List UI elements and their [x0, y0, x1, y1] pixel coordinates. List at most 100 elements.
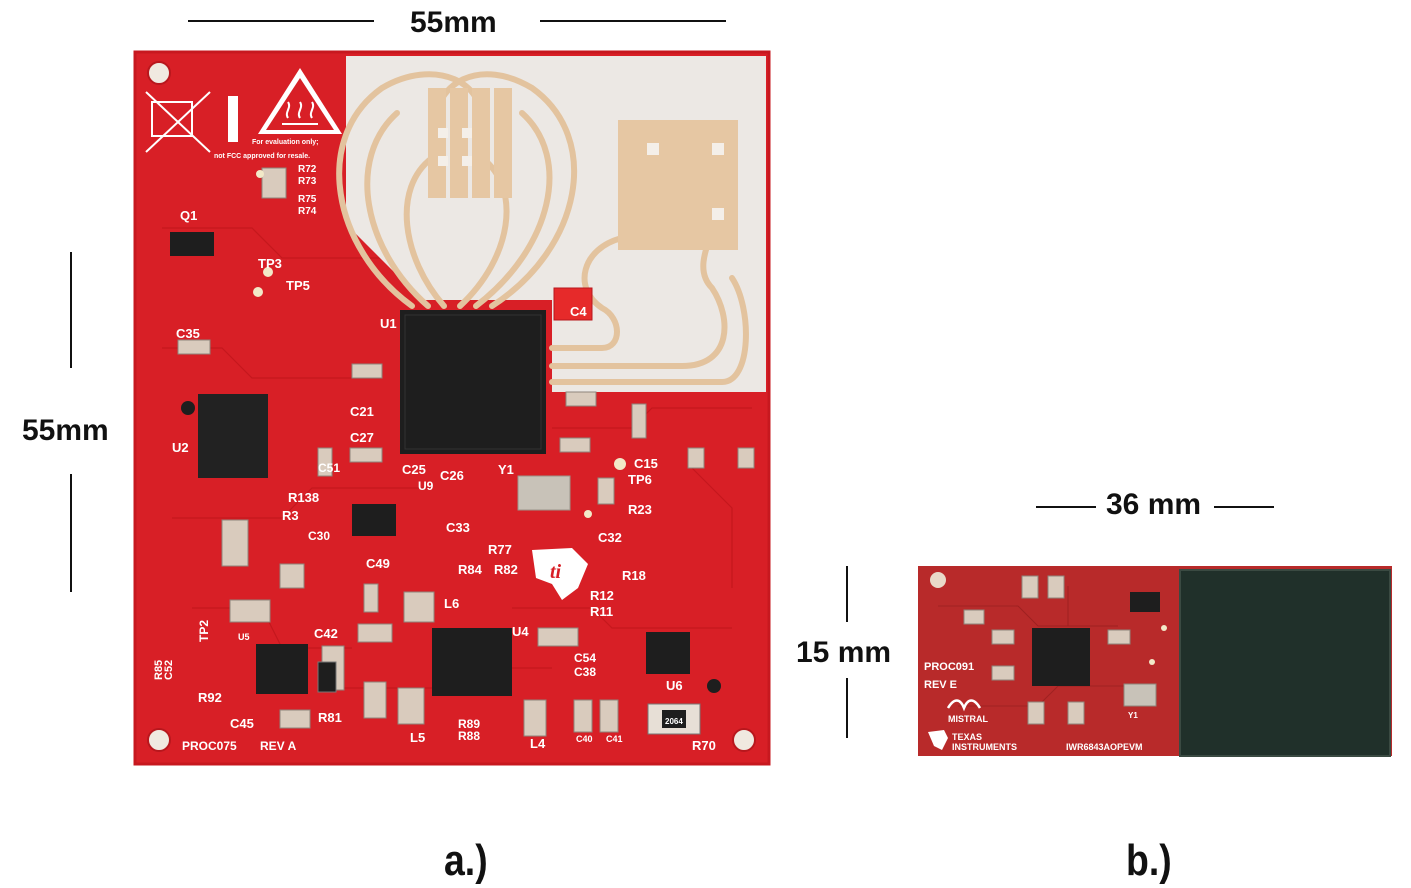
label-c4: C4 [570, 304, 587, 319]
chip-marking: 2064 [665, 717, 683, 726]
a-height-label: 55mm [22, 414, 109, 447]
label-y1: Y1 [498, 462, 514, 477]
chip-u2 [198, 394, 268, 478]
label-r138: R138 [288, 490, 319, 505]
radar-board-a: For evaluation only; not FCC approved fo… [133, 50, 771, 766]
chip-b-small [1130, 592, 1160, 612]
label-c45: C45 [230, 716, 254, 731]
crystal-b [1123, 683, 1157, 707]
b-height-line-bottom [846, 678, 848, 738]
label-l4: L4 [530, 736, 546, 751]
label-r92: R92 [198, 690, 222, 705]
label-c49: C49 [366, 556, 390, 571]
label-r72: R72 [298, 164, 317, 175]
label-tp6: TP6 [628, 472, 652, 487]
label-r11: R11 [590, 604, 613, 619]
label-r18: R18 [622, 568, 646, 583]
board-b-revision: REV E [924, 679, 957, 691]
chip-q1 [170, 232, 214, 256]
board-a-revision: REV A [260, 739, 297, 753]
board-b-id: PROC091 [924, 661, 974, 673]
antenna-b [1180, 570, 1390, 756]
board-b-part: IWR6843AOPEVM [1066, 742, 1143, 752]
board-b-manufacturer-2: INSTRUMENTS [952, 742, 1017, 752]
label-c32: C32 [598, 530, 622, 545]
a-width-label: 55mm [410, 6, 497, 39]
label-r74: R74 [298, 206, 317, 217]
weee-bin-icon [145, 91, 211, 153]
label-c42: C42 [314, 626, 338, 641]
passive-components [177, 167, 755, 737]
caption-b: b.) [1126, 836, 1172, 885]
ti-logo-icon [532, 548, 588, 600]
chip-u4 [432, 628, 512, 696]
label-tp2: TP2 [197, 620, 211, 642]
label-u4: U4 [512, 624, 529, 639]
a-height-line-bottom [70, 474, 72, 592]
label-r75: R75 [298, 194, 317, 205]
label-c15: C15 [634, 456, 658, 471]
label-c30: C30 [308, 529, 330, 543]
label-r77: R77 [488, 542, 512, 557]
label-c35: C35 [176, 326, 200, 341]
b-width-line-right [1214, 506, 1274, 508]
label-c54: C54 [574, 651, 596, 665]
label-r88: R88 [458, 729, 480, 743]
label-u2: U2 [172, 440, 189, 455]
label-r81: R81 [318, 710, 342, 725]
label-l6: L6 [444, 596, 459, 611]
warning-text-1: For evaluation only; [252, 139, 319, 146]
b-height-label: 15 mm [796, 636, 892, 669]
label-c33: C33 [446, 520, 470, 535]
a-width-line-left [188, 20, 374, 22]
label-r82: R82 [494, 562, 518, 577]
board-b-crystal-label: Y1 [1128, 711, 1138, 720]
label-r3: R3 [282, 508, 299, 523]
board-b-manufacturer-1: TEXAS [952, 732, 982, 742]
chip-u9 [352, 504, 396, 536]
chip-u6 [646, 632, 690, 674]
label-c52: C52 [163, 660, 175, 680]
crystal-y1 [517, 475, 571, 511]
label-u9: U9 [418, 479, 434, 493]
a-width-line-right [540, 20, 726, 22]
b-height-line-top [846, 566, 848, 622]
label-r89: R89 [458, 717, 480, 731]
b-width-label: 36 mm [1106, 488, 1202, 521]
label-u5: U5 [238, 632, 250, 642]
label-c26: C26 [440, 468, 464, 483]
svg-text:ti: ti [550, 561, 562, 583]
ti-logo-b-icon [928, 730, 948, 750]
board-b-brand: MISTRAL [948, 714, 988, 724]
label-r23: R23 [628, 502, 652, 517]
warning-bar [228, 96, 238, 142]
mounting-holes [147, 61, 756, 752]
label-l5: L5 [410, 730, 425, 745]
label-tp3: TP3 [258, 256, 282, 271]
label-u6: U6 [666, 678, 683, 693]
label-r73: R73 [298, 176, 317, 187]
label-c25: C25 [402, 462, 426, 477]
component-r81 [317, 661, 337, 693]
warning-text-2: not FCC approved for resale. [214, 153, 310, 160]
label-c21: C21 [350, 404, 374, 419]
label-c51: C51 [318, 461, 340, 475]
label-c41: C41 [606, 734, 623, 744]
chip-u5 [256, 644, 308, 694]
chip-u1 [400, 310, 546, 454]
label-r84: R84 [458, 562, 483, 577]
label-q1: Q1 [180, 208, 197, 223]
label-tp5: TP5 [286, 278, 310, 293]
chip-b-main [1032, 628, 1090, 686]
label-r12: R12 [590, 588, 614, 603]
b-width-line-left [1036, 506, 1096, 508]
label-c38: C38 [574, 665, 596, 679]
label-r85: R85 [153, 660, 165, 680]
label-r70: R70 [692, 738, 716, 753]
label-c27: C27 [350, 430, 374, 445]
radar-board-b: PROC091 REV E MISTRAL TEXAS INSTRUMENTS … [918, 566, 1392, 757]
label-u1: U1 [380, 316, 397, 331]
board-a-id: PROC075 [182, 739, 237, 753]
a-height-line-top [70, 252, 72, 368]
label-c40: C40 [576, 734, 593, 744]
